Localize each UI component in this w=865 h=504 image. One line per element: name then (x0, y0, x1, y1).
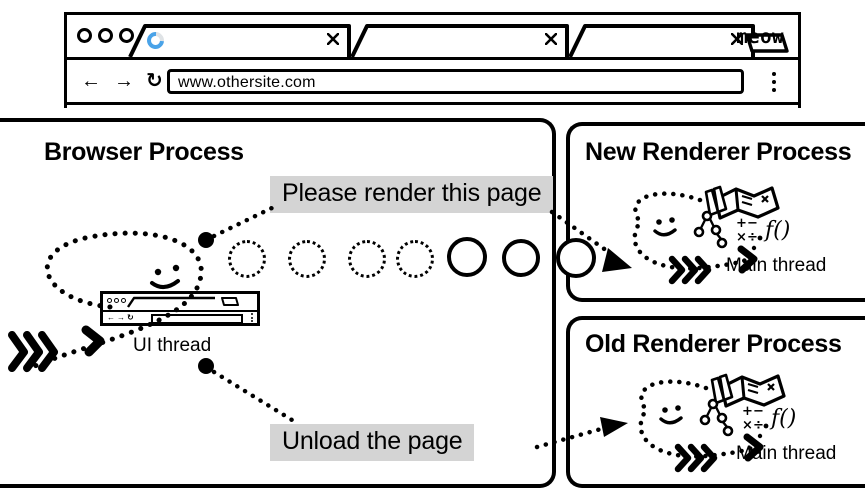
address-bar[interactable]: www.othersite.com (167, 69, 744, 94)
browser-tab-3[interactable] (567, 21, 757, 60)
task-pending-3 (348, 240, 386, 278)
task-active-3 (556, 238, 596, 278)
old-renderer-process-title: Old Renderer Process (585, 330, 842, 358)
navigation-bar: ← → ↻ www.othersite.com (67, 60, 798, 105)
ui-thread-window-dots (107, 298, 126, 303)
tab-close-icon[interactable] (327, 33, 339, 45)
new-renderer-main-thread-label: Main thread (726, 255, 827, 276)
back-icon[interactable]: ← (81, 70, 101, 92)
address-bar-text: www.othersite.com (178, 74, 316, 91)
ui-thread-tab (127, 296, 215, 308)
browser-process-title: Browser Process (44, 138, 244, 166)
ui-thread-nav-icons: ←→↻ (107, 313, 136, 322)
browser-tab-active[interactable] (127, 21, 353, 60)
window-dot-3[interactable] (119, 28, 134, 43)
ui-thread-new-tab (221, 297, 239, 306)
forward-icon[interactable]: → (114, 70, 134, 92)
reload-icon[interactable]: ↻ (146, 70, 163, 92)
message-render-page: Please render this page (270, 176, 554, 213)
task-pending-4 (396, 240, 434, 278)
ui-thread-address-bar (151, 314, 243, 324)
ui-thread-tab-strip (103, 294, 257, 312)
window-dot-2[interactable] (98, 28, 113, 43)
ui-thread-browser-icon: ←→↻ (100, 291, 260, 326)
new-tab-button[interactable] (744, 31, 790, 55)
message-unload-page: Unload the page (270, 424, 475, 461)
old-renderer-main-thread-label: Main thread (736, 443, 837, 464)
browser-brand-label: meow (736, 26, 784, 48)
task-active-1 (447, 237, 487, 277)
window-dot-1[interactable] (77, 28, 92, 43)
ui-thread-label: UI thread (133, 335, 212, 356)
browser-tab-2[interactable] (349, 21, 571, 60)
task-active-2 (502, 239, 540, 277)
tab-strip: meow (67, 15, 798, 60)
tab2-close-icon[interactable] (545, 33, 557, 45)
task-pending-1 (228, 240, 266, 278)
new-renderer-process-title: New Renderer Process (585, 138, 852, 166)
tab3-close-icon[interactable] (731, 33, 743, 45)
task-pending-2 (288, 240, 326, 278)
kebab-menu-icon[interactable] (772, 72, 776, 92)
window-control-dots (77, 28, 134, 43)
browser-window: meow ← → ↻ www.othersite.com (64, 12, 801, 108)
ui-thread-kebab-icon (251, 313, 253, 322)
